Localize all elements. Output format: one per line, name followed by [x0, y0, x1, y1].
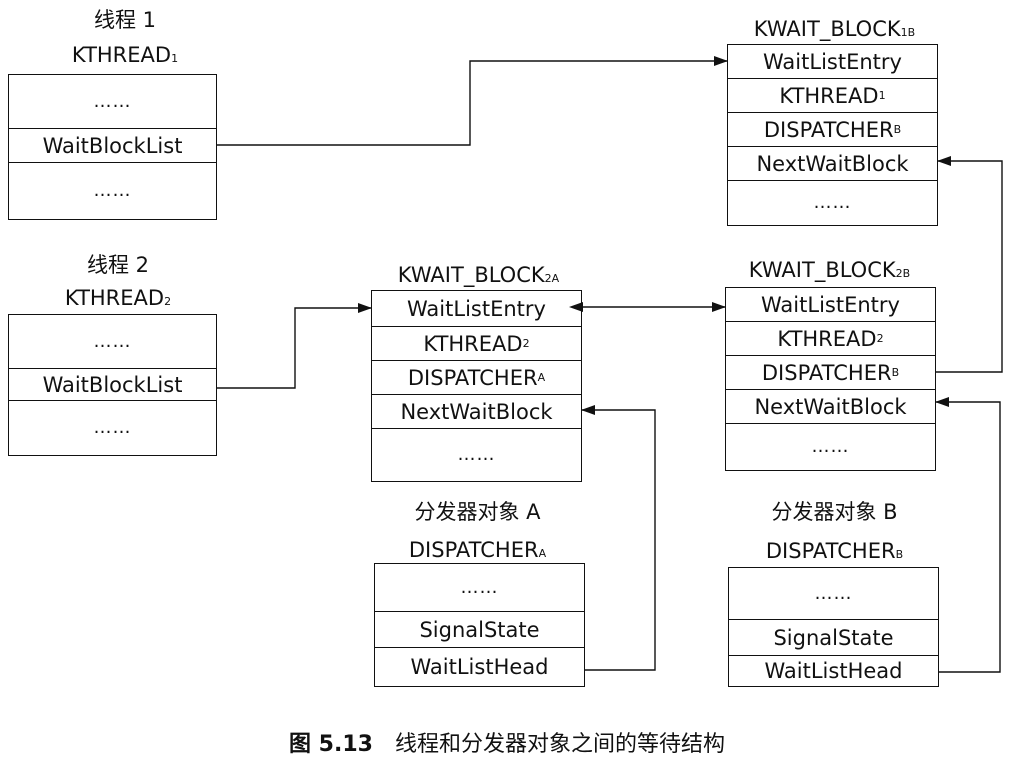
- thread1-waitblocklist: WaitBlockList: [9, 129, 216, 163]
- kwb1b-more: ……: [813, 192, 852, 213]
- dispB-row-top: ……: [729, 568, 938, 620]
- kwb2a-name: KWAIT_BLOCK: [397, 263, 545, 287]
- kwb1b-nextwaitblock: NextWaitBlock: [728, 147, 937, 181]
- thread1-row-bottom: ……: [93, 180, 132, 201]
- dispA-waitlisthead: WaitListHead: [410, 654, 549, 679]
- dispB-signalstate: SignalState: [729, 620, 938, 656]
- thread2-struct-label: KTHREAD2: [28, 286, 208, 314]
- dispB-struct-sub: B: [895, 548, 904, 561]
- dispA-signalstate: SignalState: [375, 612, 584, 648]
- dispB-title: 分发器对象 B: [771, 500, 898, 524]
- thread2-struct-name: KTHREAD: [64, 286, 165, 310]
- kwb2a-title: KWAIT_BLOCK2A: [371, 263, 586, 291]
- dispA-row-top: ……: [375, 564, 584, 612]
- kwb2a-dispatcher-label: DISPATCHER: [407, 365, 538, 390]
- kwb1b-title: KWAIT_BLOCK1B: [727, 17, 942, 45]
- thread2-waitblocklist: WaitBlockList: [9, 369, 216, 401]
- thread1-kthread-box: …… WaitBlockList ……: [8, 74, 217, 220]
- arrow-dispB-to-kwb2b-next: [935, 397, 1001, 673]
- dispA-struct-sub: A: [538, 547, 547, 560]
- kwb2a-waitlistentry: WaitListEntry: [372, 291, 581, 327]
- arrow-thread1-to-kwb1b: [217, 56, 728, 146]
- thread2-kthread-box: …… WaitBlockList ……: [8, 314, 217, 456]
- kwb2b-more: ……: [811, 436, 850, 457]
- arrow-kwb2b-to-kwb1b-next: [936, 156, 1003, 373]
- kwb1b-kthread-label: KTHREAD: [779, 83, 879, 108]
- dispA-struct-name: DISPATCHER: [408, 538, 539, 562]
- thread1-struct-name: KTHREAD: [71, 43, 172, 67]
- dispA-struct-label: DISPATCHERA: [370, 538, 585, 566]
- dispB-waitlisthead: WaitListHead: [764, 658, 903, 683]
- kwb2b-waitlistentry: WaitListEntry: [726, 288, 935, 322]
- kwb2a-sub: 2A: [544, 272, 560, 285]
- kwb1b-dispatcher-sub: B: [893, 123, 902, 136]
- kwb2b-name: KWAIT_BLOCK: [748, 258, 896, 282]
- kwb1b-sub: 1B: [900, 26, 916, 39]
- kwb2b-kthread-sub: 2: [876, 332, 884, 345]
- thread1-struct-sub: 1: [171, 52, 179, 65]
- kwb2b-nextwaitblock: NextWaitBlock: [726, 390, 935, 424]
- thread2-struct-sub: 2: [164, 295, 172, 308]
- kwb2a-more: ……: [457, 444, 496, 465]
- thread2-row-bottom: ……: [93, 417, 132, 438]
- dispA-box: …… SignalState WaitListHead: [374, 563, 585, 687]
- kwb2b-kthread-label: KTHREAD: [777, 326, 877, 351]
- figure-caption-text: 线程和分发器对象之间的等待结构: [394, 732, 725, 757]
- thread2-title: 线程 2: [86, 253, 150, 277]
- kwb2b-dispatcher-sub: B: [891, 366, 900, 379]
- kwb1b-kthread-sub: 1: [878, 89, 886, 102]
- thread1-title: 线程 1: [93, 8, 157, 32]
- figure-caption: 图 5.13 线程和分发器对象之间的等待结构: [0, 726, 1014, 758]
- thread1-row-top: ……: [9, 75, 216, 129]
- kwb2a-kthread-sub: 2: [522, 337, 530, 350]
- thread1-struct-label: KTHREAD1: [35, 43, 215, 71]
- kwb2a-kthread-label: KTHREAD: [423, 331, 523, 356]
- dispB-struct-label: DISPATCHERB: [727, 539, 942, 567]
- thread2-row-top: ……: [9, 315, 216, 369]
- dispA-title: 分发器对象 A: [414, 500, 541, 524]
- kwb2b-dispatcher-label: DISPATCHER: [761, 360, 892, 385]
- arrow-dispA-to-kwb2a-next: [581, 405, 656, 671]
- kwb1b-name: KWAIT_BLOCK: [753, 17, 901, 41]
- arrow-thread2-to-kwb2a: [217, 303, 372, 389]
- dispB-box: …… SignalState WaitListHead: [728, 567, 939, 687]
- kwb2b-sub: 2B: [895, 267, 911, 280]
- kwb1b-dispatcher-label: DISPATCHER: [763, 117, 894, 142]
- kwb2b-title: KWAIT_BLOCK2B: [722, 258, 937, 286]
- dispB-struct-name: DISPATCHER: [765, 539, 896, 563]
- kwb2a-dispatcher-sub: A: [537, 371, 546, 384]
- kwb1b-waitlistentry: WaitListEntry: [728, 45, 937, 79]
- kwb2a-nextwaitblock: NextWaitBlock: [372, 395, 581, 429]
- figure-number: 图 5.13: [289, 732, 373, 757]
